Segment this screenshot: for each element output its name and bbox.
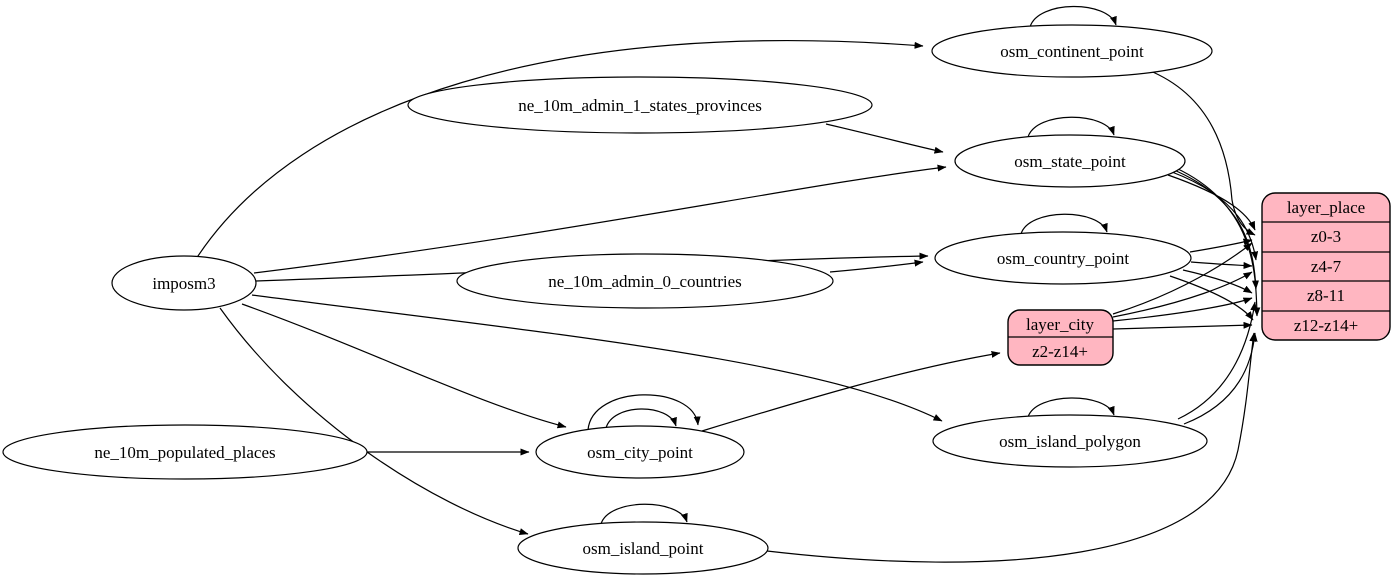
edge-selfloop-osm_state_point [1027, 116, 1115, 138]
osm-country-point-label: osm_country_point [997, 249, 1129, 268]
layer-place-title: layer_place [1287, 198, 1365, 217]
edge-ne_10m_admin_1_states_provinces-osm_state_point [825, 123, 944, 154]
layer-city-title: layer_city [1026, 315, 1094, 334]
osm-country-point-ellipse [934, 231, 1192, 285]
ne-10m-admin-1-states-provinces-ellipse [407, 76, 873, 134]
osm-island-polygon-label: osm_island_polygon [999, 432, 1141, 451]
edge-selfloop-osm_island_polygon [1027, 397, 1115, 418]
osm-island-point-label: osm_island_point [583, 539, 704, 558]
ne-10m-admin-0-countries-ellipse [456, 253, 834, 309]
edge-selfloop-osm_country_point [1020, 213, 1108, 235]
edge-osm_country_point-layer_place-z0-3 [1189, 238, 1253, 253]
node-ne-10m-populated-places: ne_10m_populated_places [2, 424, 368, 480]
record-layer-city: layer_city z2-z14+ [1007, 309, 1114, 366]
node-osm-country-point: osm_country_point [934, 231, 1192, 285]
layer-place-row-z12-z14: z12-z14+ [1294, 316, 1358, 335]
edge-osm_state_point-layer_place-z12-z14 [1175, 167, 1261, 317]
ne-10m-admin-1-states-provinces-label: ne_10m_admin_1_states_provinces [518, 96, 762, 115]
layer-place-row-z0-3: z0-3 [1311, 227, 1341, 246]
osm-continent-point-ellipse [931, 24, 1213, 78]
edge-selfloop-osm_city_point-2 [587, 394, 701, 431]
edge-osm_state_point-layer_place-z0-3 [1167, 174, 1256, 231]
node-ne-10m-admin-0-countries: ne_10m_admin_0_countries [456, 253, 834, 309]
edge-ne_10m_admin_0_countries-osm_country_point [829, 259, 924, 273]
layer-place-row-z8-11: z8-11 [1307, 286, 1345, 305]
osm-island-polygon-ellipse [932, 414, 1208, 468]
edge-osm_country_point-layer_place-z12-z14 [1169, 275, 1254, 321]
node-osm-state-point: osm_state_point [954, 134, 1186, 188]
edge-layer_city-layer_place-z12-z14 [1112, 321, 1253, 330]
node-osm-city-point: osm_city_point [535, 425, 745, 479]
osm-state-point-ellipse [954, 134, 1186, 188]
imposm3-label: imposm3 [152, 274, 215, 293]
edge-selfloop-osm_island_point [600, 503, 688, 525]
node-osm-island-polygon: osm_island_polygon [932, 414, 1208, 468]
edge-osm_country_point-layer_place-z8-11 [1182, 269, 1253, 294]
osm-continent-point-label: osm_continent_point [1000, 42, 1144, 61]
layer-place-box [1261, 192, 1391, 341]
osm-city-point-ellipse [535, 425, 745, 479]
edge-imposm3-osm_city_point [241, 303, 567, 429]
node-osm-continent-point: osm_continent_point [931, 24, 1213, 78]
edge-osm_city_point-layer_city-z2 [701, 350, 1001, 432]
osm-state-point-label: osm_state_point [1014, 152, 1126, 171]
edge-imposm3-osm_island_point [219, 307, 529, 535]
edge-selfloop-osm_continent_point [1029, 5, 1117, 28]
node-ne-10m-admin-1-states-provinces: ne_10m_admin_1_states_provinces [407, 76, 873, 134]
ne-10m-populated-places-ellipse [2, 424, 368, 480]
ne-10m-admin-0-countries-label: ne_10m_admin_0_countries [548, 272, 742, 291]
imposm3-ellipse [111, 255, 257, 311]
edge-osm_country_point-layer_place-z4-7 [1190, 261, 1253, 269]
record-layer-place: layer_place z0-3 z4-7 z8-11 z12-z14+ [1261, 192, 1391, 341]
layer-place-row-z4-7: z4-7 [1311, 257, 1342, 276]
osm-island-point-ellipse [517, 521, 769, 575]
edge-osm_island_polygon-layer_place-z12-z14 [1183, 332, 1258, 425]
edge-selfloop-osm_city_point-1 [605, 408, 677, 429]
layer-city-row-z2-z14: z2-z14+ [1032, 342, 1088, 361]
edge-layer_city-layer_place-z8-11 [1112, 297, 1253, 322]
edge-osm_continent_point-layer_place-z0-3 [1147, 69, 1256, 236]
edge-osm_state_point-layer_place-z4-7 [1171, 171, 1259, 261]
ne-10m-populated-places-label: ne_10m_populated_places [94, 443, 275, 462]
node-imposm3: imposm3 [111, 255, 257, 311]
edge-imposm3-osm_continent_point [195, 40, 924, 260]
edge-layer_city-layer_place-z4-7 [1112, 271, 1253, 318]
edge-imposm3-osm_state_point [253, 164, 947, 274]
edge-imposm3-osm_island_polygon [251, 294, 943, 422]
node-osm-island-point: osm_island_point [517, 521, 769, 575]
edge-osm_island_point-layer_place-z12-z14 [766, 332, 1257, 563]
edge-osm_island_polygon-layer_place-z8-11 [1177, 301, 1258, 420]
osm-city-point-label: osm_city_point [587, 443, 693, 462]
edge-layer_city-layer_place-z0-3 [1112, 242, 1253, 315]
